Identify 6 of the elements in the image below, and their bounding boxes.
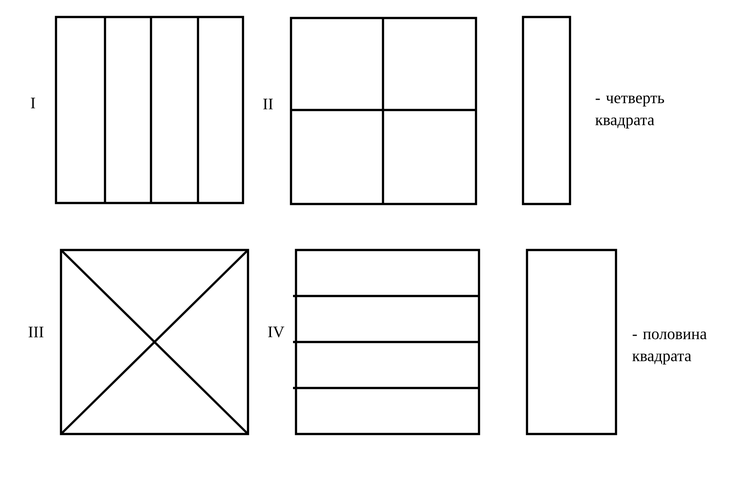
figure-label: - четверть квадрата [595, 96, 664, 128]
figure-label: II [263, 98, 273, 110]
figure-label: I [30, 98, 36, 108]
figure-label: III [28, 326, 44, 338]
figure-label: - половина квадрата [632, 332, 707, 364]
figure-label: IV [268, 326, 284, 338]
